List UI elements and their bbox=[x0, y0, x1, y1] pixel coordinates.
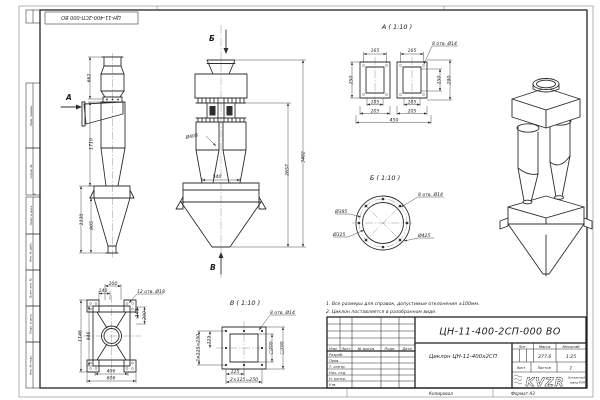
dim-946: 946 bbox=[86, 332, 92, 341]
scale-value: 1:25 bbox=[566, 354, 576, 360]
view-marker-b: Б bbox=[209, 34, 215, 43]
dim-d408: Ø408 bbox=[184, 132, 199, 142]
dim-150: 150 bbox=[437, 76, 443, 85]
doc-number: ЦН-11-400-2СП-000 ВО bbox=[439, 327, 561, 338]
view-marker-v: В bbox=[210, 263, 216, 272]
dim-385: Ø385 bbox=[334, 208, 347, 215]
row-tkontr: Т. контр. bbox=[329, 365, 346, 369]
note-line-2: 2. Циклон поставляется в разобранном вид… bbox=[326, 309, 436, 315]
dim-200-top: 200 bbox=[109, 281, 118, 287]
dim-425: Ø425 bbox=[417, 232, 430, 239]
dim-140-right: 140 bbox=[134, 309, 140, 318]
dim-bot-250: 2×125=250 bbox=[230, 377, 258, 383]
dim-606: 606 bbox=[107, 376, 116, 382]
stamp-text: ЦН-11-400-2СП-000 ВО bbox=[61, 14, 121, 20]
mass-value: 277,6 bbox=[538, 354, 551, 360]
mass-label: Масса bbox=[539, 345, 550, 349]
dim-250: 250 bbox=[349, 76, 355, 85]
view-a-holes: 8 отв. Ø14 bbox=[432, 40, 457, 47]
dim-406: 406 bbox=[107, 369, 116, 375]
col-doc: № докум. bbox=[357, 347, 376, 351]
view-v: В ( 1:10 ) 8 отв. Ø14 2×125=250 125 □200… bbox=[196, 299, 296, 384]
drawing-title: Циклон ЦН-11-400х2СП bbox=[429, 354, 497, 360]
view-a-title: А ( 1:10 ) bbox=[381, 23, 412, 31]
col-izm: Изм. bbox=[329, 347, 337, 351]
dim-105-r: 105 bbox=[408, 100, 417, 106]
view-marker-a: А bbox=[65, 93, 72, 102]
dim-165-r: 165 bbox=[408, 48, 417, 54]
dim-200-right: 200 bbox=[142, 311, 148, 320]
dim-805: 805 bbox=[89, 221, 95, 230]
format-label: Формат А3 bbox=[511, 391, 535, 396]
dim-205-r: 205 bbox=[408, 109, 417, 115]
note-line-1: 1. Все размеры для справок, допустимые о… bbox=[326, 301, 479, 307]
copied-label: Копировал bbox=[429, 391, 453, 396]
bottom-margin: Копировал Формат А3 bbox=[346, 388, 535, 397]
dim-3482: 3482 bbox=[301, 151, 307, 163]
dim-sq200: □200 bbox=[269, 341, 275, 354]
front-view: Б В Ø408 540 2 bbox=[175, 25, 307, 278]
row-nachotd: Нач. отд. bbox=[329, 371, 346, 375]
isometric-view bbox=[499, 78, 593, 277]
dim-290: 290 bbox=[447, 76, 453, 85]
sheet-frame bbox=[18, 5, 594, 398]
dim-left-250: 2×125=250 bbox=[196, 334, 202, 362]
col-sign: Подп. bbox=[385, 347, 396, 351]
corner-stamp: ЦН-11-400-2СП-000 ВО bbox=[44, 11, 139, 25]
margin-cell-label: Перв. примен. bbox=[29, 105, 33, 127]
dim-1130: 1130 bbox=[79, 214, 85, 226]
dim-left-125: 125 bbox=[207, 336, 213, 345]
title-block: Изм. Лист № докум. Подп. Дата Разраб. Пр… bbox=[326, 316, 587, 389]
margin-column: Перв. примен. Справ. № Подп. и дата Инв.… bbox=[25, 82, 41, 389]
margin-cell-label: Подп. и дата bbox=[29, 205, 33, 225]
company-name-line1: Котельный bbox=[568, 376, 585, 380]
view-a: А ( 1:10 ) 165 165 8 отв. Ø14 250 290 15… bbox=[349, 23, 458, 124]
margin-cell-label: Инв. № подл. bbox=[29, 355, 33, 375]
dim-1710: 1710 bbox=[89, 138, 95, 150]
support-view: 200 140 12 отв. Ø18 140 200 1146 946 406… bbox=[78, 281, 165, 383]
view-b-title: Б ( 1:10 ) bbox=[370, 174, 400, 182]
view-v-holes: 8 отв. Ø14 bbox=[270, 309, 295, 316]
col-date: Дата bbox=[401, 347, 411, 351]
dim-450: 450 bbox=[390, 118, 399, 124]
dim-2657: 2657 bbox=[285, 164, 291, 176]
company-logo: KVZR Котельный завод РЭП bbox=[513, 375, 586, 389]
sheet-label: Лист bbox=[515, 366, 526, 370]
view-v-title: В ( 1:10 ) bbox=[230, 299, 260, 307]
dim-205-l: 205 bbox=[371, 109, 380, 115]
logo-text: KVZR bbox=[525, 375, 564, 389]
support-holes: 12 отв. Ø18 bbox=[137, 288, 165, 295]
row-utv: Утв. bbox=[329, 383, 337, 387]
row-nkontr: Н. контр. bbox=[329, 377, 346, 381]
zone-letter: А bbox=[33, 192, 36, 196]
scale-label: Масштаб bbox=[562, 345, 580, 349]
notes: 1. Все размеры для справок, допустимые о… bbox=[326, 301, 479, 315]
view-b: Б ( 1:10 ) 8 отв. Ø14 Ø385 Ø325 Ø425 bbox=[332, 174, 444, 251]
dim-bot-125: 125 bbox=[231, 369, 240, 375]
sheets-label: Листов bbox=[536, 366, 550, 370]
side-view: 662 1710 1130 805 А bbox=[60, 53, 135, 258]
dim-165-l: 165 bbox=[371, 48, 380, 54]
col-list: Лист bbox=[340, 347, 351, 351]
dim-sq300: □300 bbox=[280, 341, 286, 354]
lit-label: Лит. bbox=[518, 345, 527, 349]
dim-105-l: 105 bbox=[371, 100, 380, 106]
margin-cell-label: Подп. и дата bbox=[29, 314, 33, 334]
row-prov: Пров. bbox=[329, 359, 339, 363]
dim-140-top: 140 bbox=[99, 288, 108, 294]
margin-cell-label: Взам. инв. № bbox=[29, 278, 33, 298]
dim-540: 540 bbox=[213, 174, 222, 180]
dim-1146: 1146 bbox=[78, 330, 84, 342]
row-razrab: Разраб. bbox=[329, 353, 343, 357]
sheets-value: 1 bbox=[570, 365, 573, 370]
company-name-line2: завод РЭП bbox=[569, 381, 585, 385]
dim-662: 662 bbox=[87, 74, 93, 83]
dim-325: Ø325 bbox=[332, 231, 345, 238]
margin-cell-label: Справ. № bbox=[29, 164, 33, 178]
view-b-holes: 8 отв. Ø14 bbox=[418, 191, 443, 198]
margin-cell-label: Инв. № дубл. bbox=[29, 242, 33, 262]
